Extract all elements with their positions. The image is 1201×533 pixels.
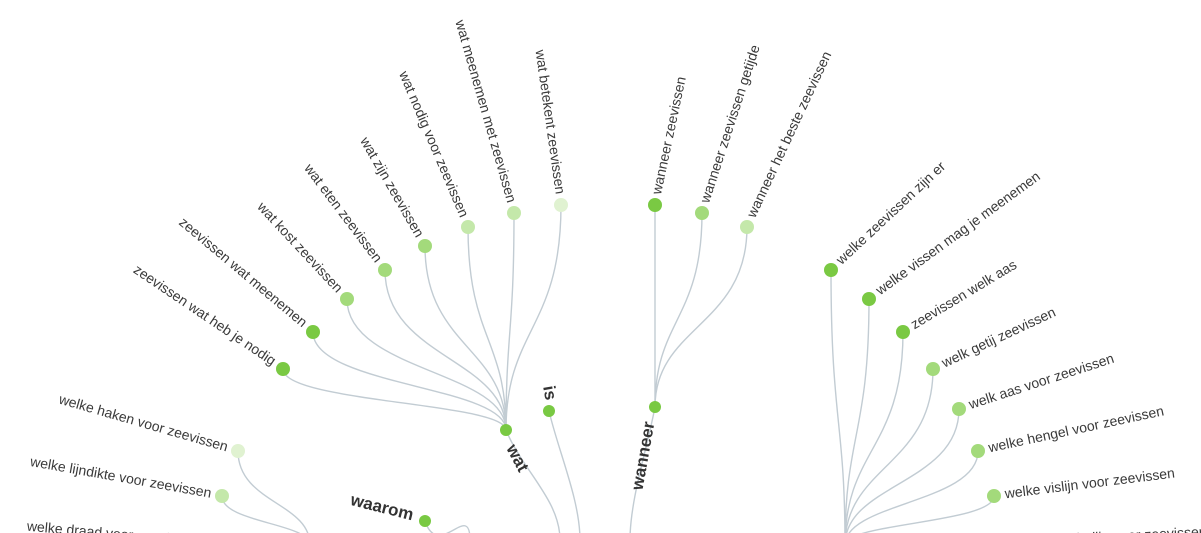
leaf-label-wat-meenemen-met-zeevissen[interactable]: wat meenemen met zeevissen [452,17,520,204]
leaf-label-wanneer-zeevissen[interactable]: wanneer zeevissen [648,75,689,197]
leaf-node-wanneer-zeevissen[interactable] [648,198,662,212]
leaf-label-welke-lijndikte-voor-zeevissen[interactable]: welke lijndikte voor zeevissen [28,453,213,501]
link-wanneer-zeevissen-getijde [654,212,703,408]
leaf-node-zeevissen-welk-aas[interactable] [896,325,910,339]
hub-node-is[interactable] [543,405,555,417]
link-wat-betekent-zeevissen [505,204,562,431]
link-wat-nodig-voor-zeevissen [467,226,507,431]
link-welke-vissen-mag-je-meenemen [844,298,870,533]
leaf-label-welk-aas-voor-zeevissen[interactable]: welk aas voor zeevissen [966,350,1116,412]
link-welke-hengel-voor-zeevissen [848,450,979,533]
leaf-node-welke-lijndikte-voor-zeevissen[interactable] [215,489,229,503]
leaf-label-welke-draad-voor-zeevissen[interactable]: welke draad voor zeevissen [25,518,199,533]
link-wanneer-stem [629,406,656,533]
leaf-node-wat-betekent-zeevissen[interactable] [554,198,568,212]
link-is-stem [548,410,581,533]
leaf-label-wanneer-zeevissen-getijde[interactable]: wanneer zeevissen getijde [696,43,763,206]
link-wat-meenemen-met-zeevissen [505,212,515,431]
link-zeevissen-wat-meenemen [312,331,507,431]
leaf-node-welke-vislijn-voor-zeevissen[interactable] [987,489,1001,503]
hub-node-waarom[interactable] [419,515,431,527]
leaf-node-welke-hengel-voor-zeevissen[interactable] [971,444,985,458]
link-wanneer-het-beste-zeevissen [654,226,748,408]
link-welke-zeevissen-zijn-er [830,269,846,533]
leaf-label-wanneer-het-beste-zeevissen[interactable]: wanneer het beste zeevissen [743,49,835,221]
leaf-label-welke-hengel-voor-zeevissen[interactable]: welke hengel voor zeevissen [986,402,1165,455]
link-welk-getij-zeevissen [845,368,934,533]
hub-label-waarom[interactable]: waarom [348,490,416,524]
hub-node-wanneer[interactable] [649,401,661,413]
leaf-label-welke-vissen-mag-je-meenemen[interactable]: welke vissen mag je meenemen [872,168,1043,299]
leaf-node-welke-vissen-mag-je-meenemen[interactable] [862,292,876,306]
leaf-node-wat-nodig-voor-zeevissen[interactable] [461,220,475,234]
link-wat-kost-zeevissen [346,298,507,431]
hub-label-wat[interactable]: wat [502,440,533,475]
link-waarom-stem [424,520,471,533]
link-welk-aas-voor-zeevissen [845,408,960,533]
leaf-node-zeevissen-wat-heb-je-nodig[interactable] [276,362,290,376]
leaf-label-welke-onderlijn-voor-zeevissen[interactable]: welke onderlijn voor zeevissen [1015,523,1201,533]
leaf-label-wat-zijn-zeevissen[interactable]: wat zijn zeevissen [357,133,428,240]
link-welke-haken-voor-zeevissen [237,450,309,533]
hub-node-wat[interactable] [500,424,512,436]
hub-label-wanneer[interactable]: wanneer [627,420,658,493]
leaf-node-wanneer-het-beste-zeevissen[interactable] [740,220,754,234]
leaf-label-welke-haken-voor-zeevissen[interactable]: welke haken voor zeevissen [56,390,230,454]
leaf-node-wat-meenemen-met-zeevissen[interactable] [507,206,521,220]
leaf-node-zeevissen-wat-meenemen[interactable] [306,325,320,339]
leaf-node-welk-getij-zeevissen[interactable] [926,362,940,376]
leaf-node-welk-aas-voor-zeevissen[interactable] [952,402,966,416]
leaf-node-wat-eten-zeevissen[interactable] [378,263,392,277]
leaf-node-wanneer-zeevissen-getijde[interactable] [695,206,709,220]
nodes-layer [215,198,1001,527]
leaf-node-welke-haken-voor-zeevissen[interactable] [231,444,245,458]
leaf-label-zeevissen-welk-aas[interactable]: zeevissen welk aas [908,256,1020,332]
links-layer [221,204,995,533]
link-welke-lijndikte-voor-zeevissen [221,495,301,533]
link-welke-vislijn-voor-zeevissen [861,495,995,533]
leaf-node-wat-zijn-zeevissen[interactable] [418,239,432,253]
link-wat-zijn-zeevissen [424,245,507,431]
leaf-label-wat-betekent-zeevissen[interactable]: wat betekent zeevissen [532,48,568,195]
link-wat-eten-zeevissen [384,269,507,431]
link-wat-stem [505,429,561,533]
link-zeevissen-wat-heb-je-nodig [282,368,507,431]
leaf-node-welke-zeevissen-zijn-er[interactable] [824,263,838,277]
leaf-label-welke-vislijn-voor-zeevissen[interactable]: welke vislijn voor zeevissen [1003,465,1176,502]
hub-label-is[interactable]: is [539,384,560,401]
leaf-label-welk-getij-zeevissen[interactable]: welk getij zeevissen [938,304,1058,371]
leaf-node-wat-kost-zeevissen[interactable] [340,292,354,306]
link-zeevissen-welk-aas [844,331,904,533]
